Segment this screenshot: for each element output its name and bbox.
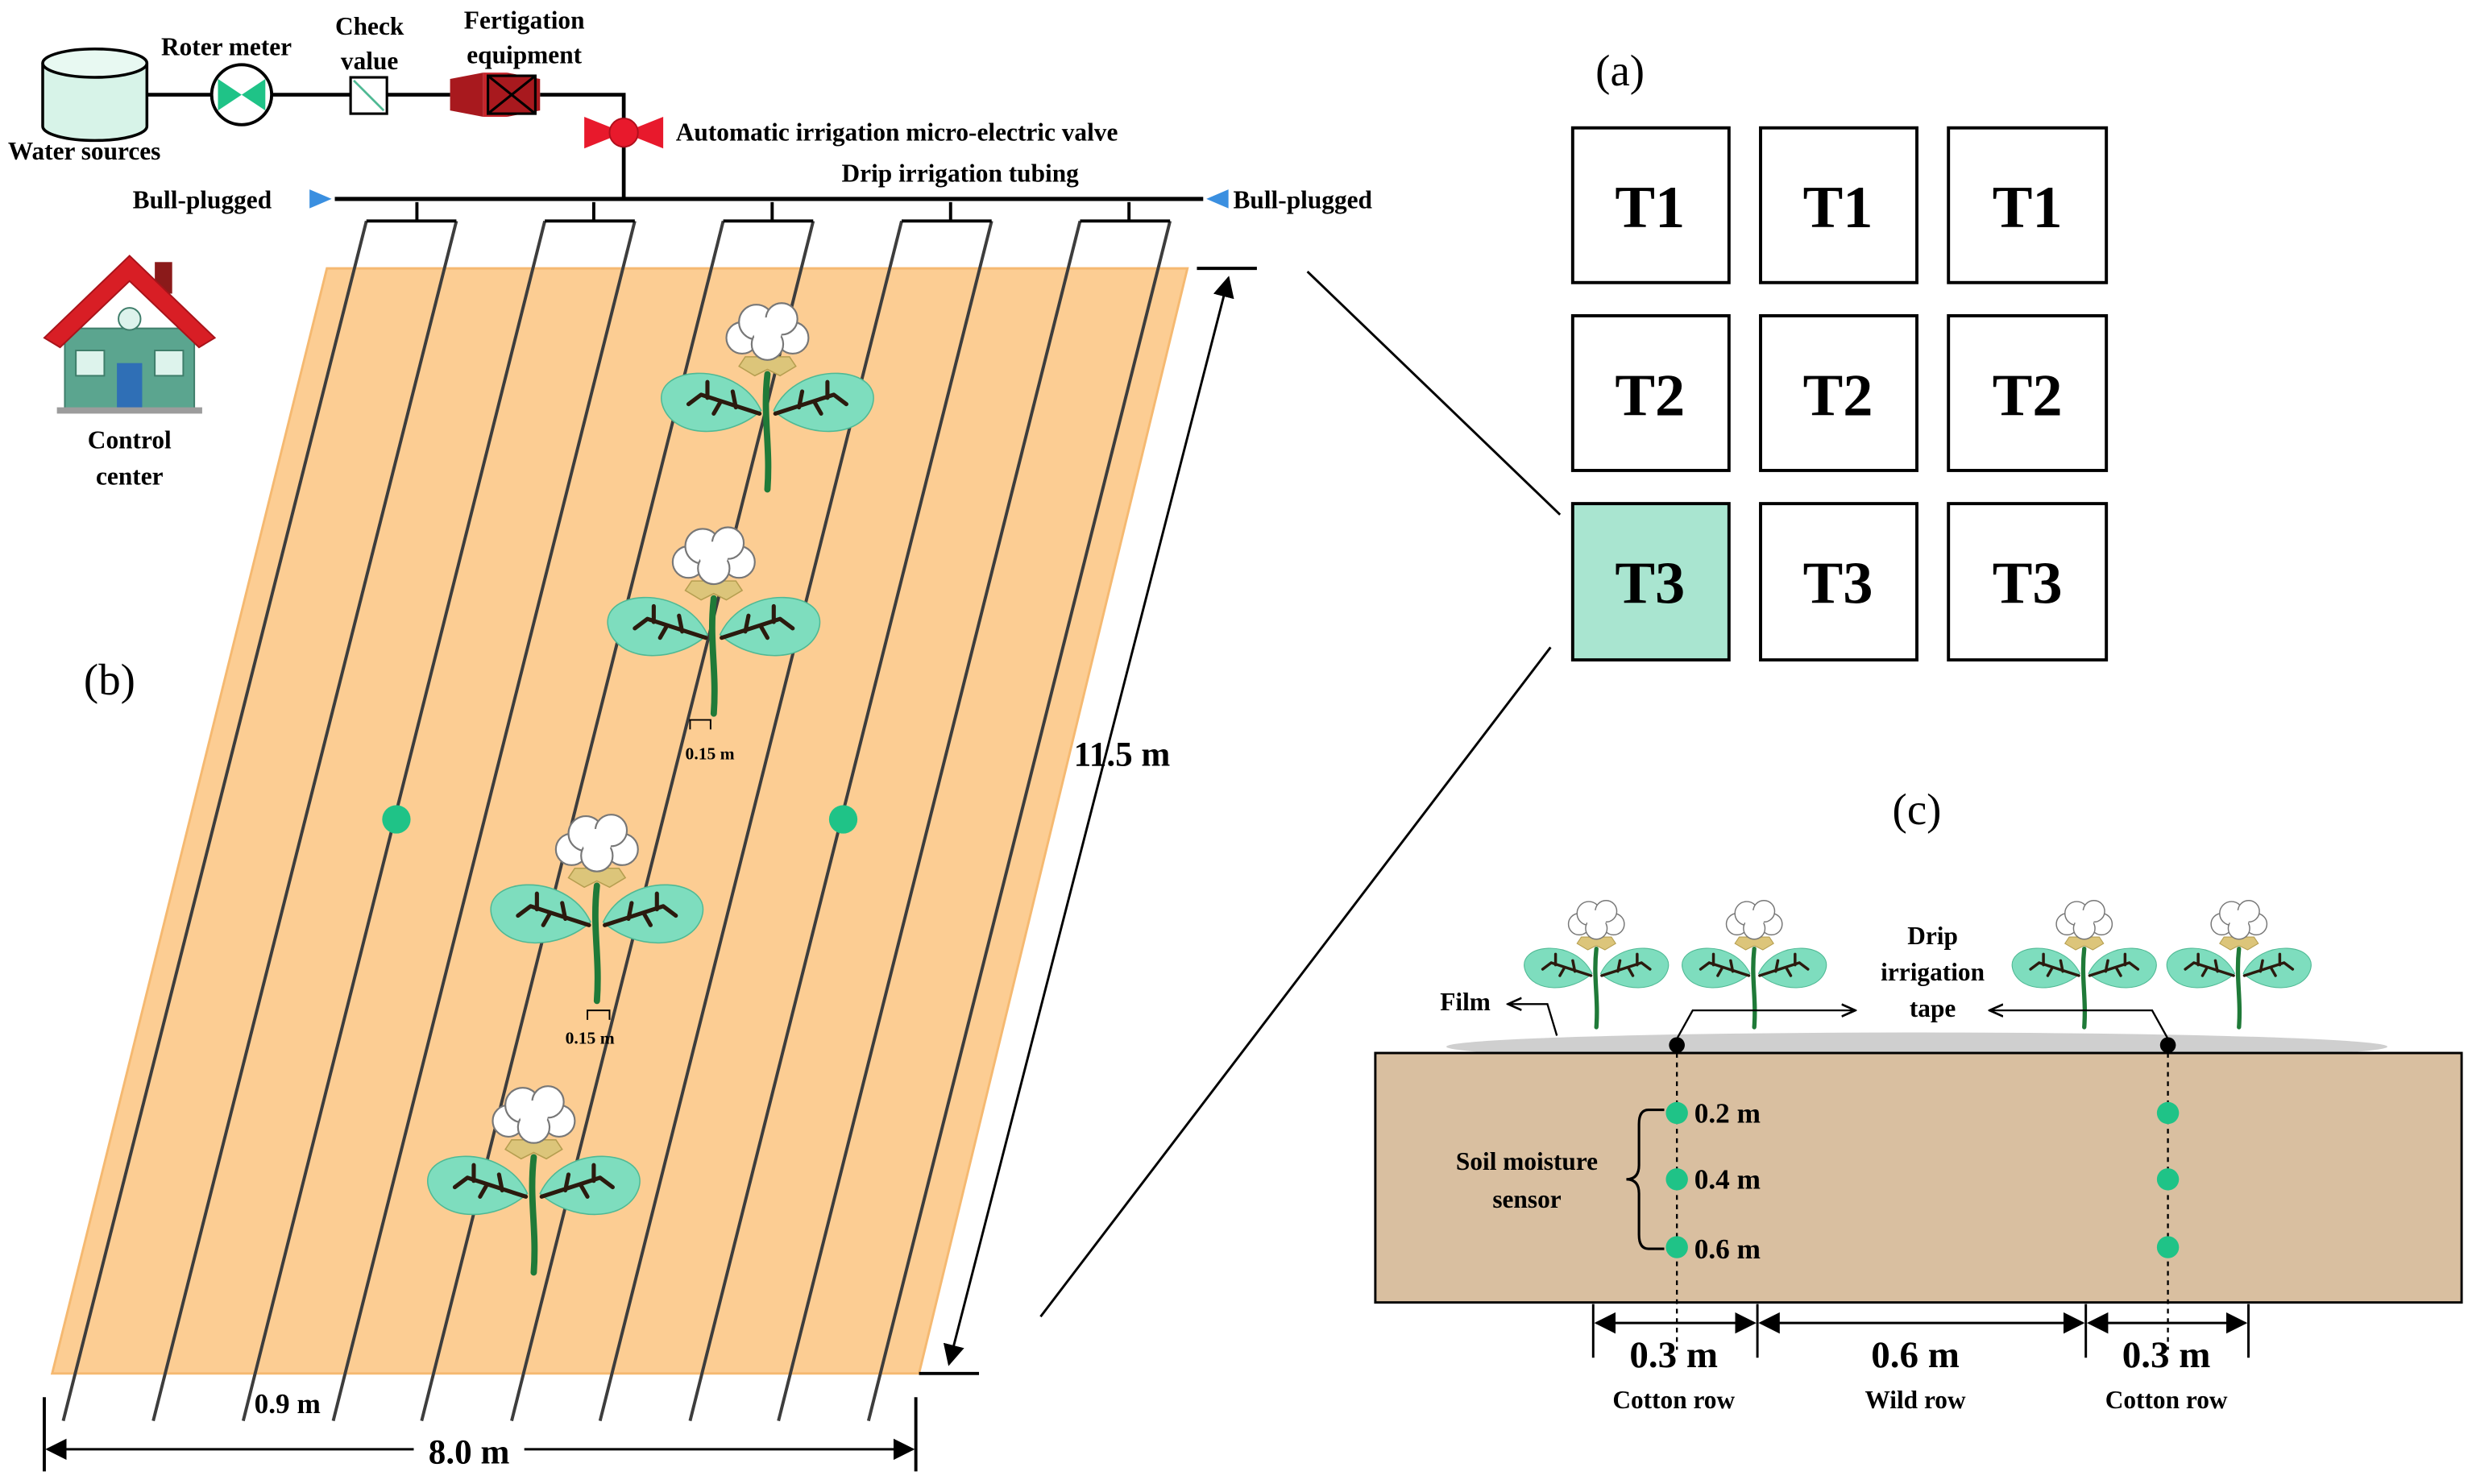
length-arrow (943, 276, 1234, 1366)
rotor-meter-label: Roter meter (161, 33, 292, 61)
irrigation-system: Water sources Roter meter Check value Fe… (8, 6, 1373, 490)
drip-tape-arrow (1676, 1010, 1855, 1039)
main-pipe (145, 93, 626, 199)
bull-plug-left-icon (309, 189, 332, 209)
treatment-cell (1570, 313, 1731, 472)
sensor-label-1: Soil moisture (1456, 1147, 1598, 1175)
sensor-brace (1626, 1109, 1665, 1250)
film-arrow (1508, 1004, 1558, 1036)
bull-plugged-left-label: Bull-plugged (133, 186, 272, 214)
width-dimension-label: 0.3 m (1629, 1334, 1718, 1376)
panel-label-a: (a) (1595, 46, 1645, 95)
treatment-cell (1759, 502, 1918, 662)
treatment-label: T2 (1993, 363, 2063, 429)
check-value-label-1: Check (335, 12, 404, 40)
row-spacing-label: 0.9 m (255, 1388, 321, 1420)
film-label: Film (1440, 988, 1491, 1016)
treatment-cell (1759, 313, 1918, 472)
fertigation-label-2: equipment (467, 40, 582, 68)
sensor-point-left (382, 805, 411, 834)
check-valve-icon (349, 76, 388, 115)
soil-sensor (1665, 1101, 1688, 1125)
row-type-label: Cotton row (1612, 1386, 1735, 1414)
control-center-house-icon (43, 255, 217, 414)
tubing-label: Drip irrigation tubing (842, 159, 1080, 187)
bull-plugged-right-label: Bull-plugged (1234, 186, 1373, 214)
zoom-connector-top (1306, 270, 1562, 516)
plant-spacing-label: 0.15 m (566, 1028, 615, 1047)
soil-sensor (2156, 1101, 2180, 1125)
micro-electric-valve-icon (584, 117, 664, 149)
treatment-cell (1570, 126, 1731, 284)
treatment-cell (1947, 502, 2109, 662)
water-tank-icon (41, 47, 149, 143)
sensor-point-right (828, 805, 858, 834)
treatment-label: T2 (1615, 363, 1685, 429)
depth-label: 0.4 m (1694, 1164, 1761, 1196)
soil-sensor (2156, 1168, 2180, 1191)
treatment-label: T2 (1803, 363, 1873, 429)
treatment-label: T3 (1803, 551, 1873, 617)
cotton-plant (2167, 901, 2311, 1027)
width-label-bg (413, 1427, 525, 1472)
valve-label: Automatic irrigation micro-electric valv… (676, 118, 1118, 146)
soil-sensor (2156, 1236, 2180, 1258)
lateral-connectors (366, 201, 1171, 223)
drip-tape-point (2159, 1037, 2176, 1054)
treatment-label: T3 (1615, 551, 1685, 617)
treatment-label: T1 (1803, 175, 1873, 241)
drip-tape-arrow (1989, 1010, 2169, 1039)
treatment-cell-highlighted (1570, 502, 1731, 662)
zoom-connector-bottom (1039, 646, 1552, 1318)
width-dimension-label: 0.3 m (2122, 1334, 2211, 1376)
width-dimension-label: 0.6 m (1871, 1334, 1960, 1376)
soil-cross-section: (c) Drip irrigation tape Film 0.2 m 0.4 … (1374, 785, 2463, 1414)
soil-block (1374, 1051, 2463, 1304)
check-value-label-2: value (341, 47, 398, 75)
soil-sensor (1665, 1168, 1688, 1191)
treatment-grid: (a) T1 T1 T1 T2 T2 T2 T3 T3 T3 (1570, 46, 2109, 662)
panel-label-b: (b) (84, 655, 135, 704)
drip-tape-label-3: tape (1910, 994, 1956, 1022)
cotton-plant (1524, 901, 1669, 1027)
row-type-label: Cotton row (2105, 1386, 2228, 1414)
treatment-cell (1947, 126, 2109, 284)
plant-spacing-label: 0.15 m (686, 744, 735, 764)
treatment-cell (1759, 126, 1918, 284)
control-center-label-2: center (96, 462, 164, 491)
treatment-label: T1 (1993, 175, 2063, 241)
plant-spacing-marker (587, 1009, 611, 1020)
field-width-label: 8.0 m (429, 1434, 510, 1472)
treatment-cell (1947, 313, 2109, 472)
depth-label: 0.2 m (1694, 1097, 1761, 1129)
drip-tape-point (1669, 1037, 1685, 1054)
treatment-label: T1 (1615, 175, 1685, 241)
drip-tape-label-2: irrigation (1881, 958, 1985, 986)
bull-plug-right-icon (1206, 189, 1229, 209)
field-plot: 0.15 m 0.15 m 11.5 m 8.0 m 0.9 m (b) (43, 201, 1257, 1472)
cotton-plant (2012, 901, 2156, 1027)
soil-sensor (1665, 1236, 1688, 1258)
plant-spacing-marker (689, 719, 711, 730)
panel-label-c: (c) (1893, 785, 1942, 834)
field-length-label: 11.5 m (1074, 736, 1171, 773)
rotor-meter-icon (209, 63, 274, 126)
drip-tape-label-1: Drip (1907, 922, 1958, 950)
treatment-label: T3 (1993, 551, 2063, 617)
depth-label: 0.6 m (1694, 1233, 1761, 1265)
cotton-plant (1682, 901, 1827, 1027)
fertigation-equipment-icon (450, 73, 541, 118)
water-sources-label: Water sources (8, 137, 161, 165)
row-type-label: Wild row (1864, 1386, 1965, 1414)
sensor-label-2: sensor (1492, 1185, 1561, 1213)
control-center-label-1: Control (88, 426, 172, 454)
fertigation-label-1: Fertigation (464, 6, 585, 34)
